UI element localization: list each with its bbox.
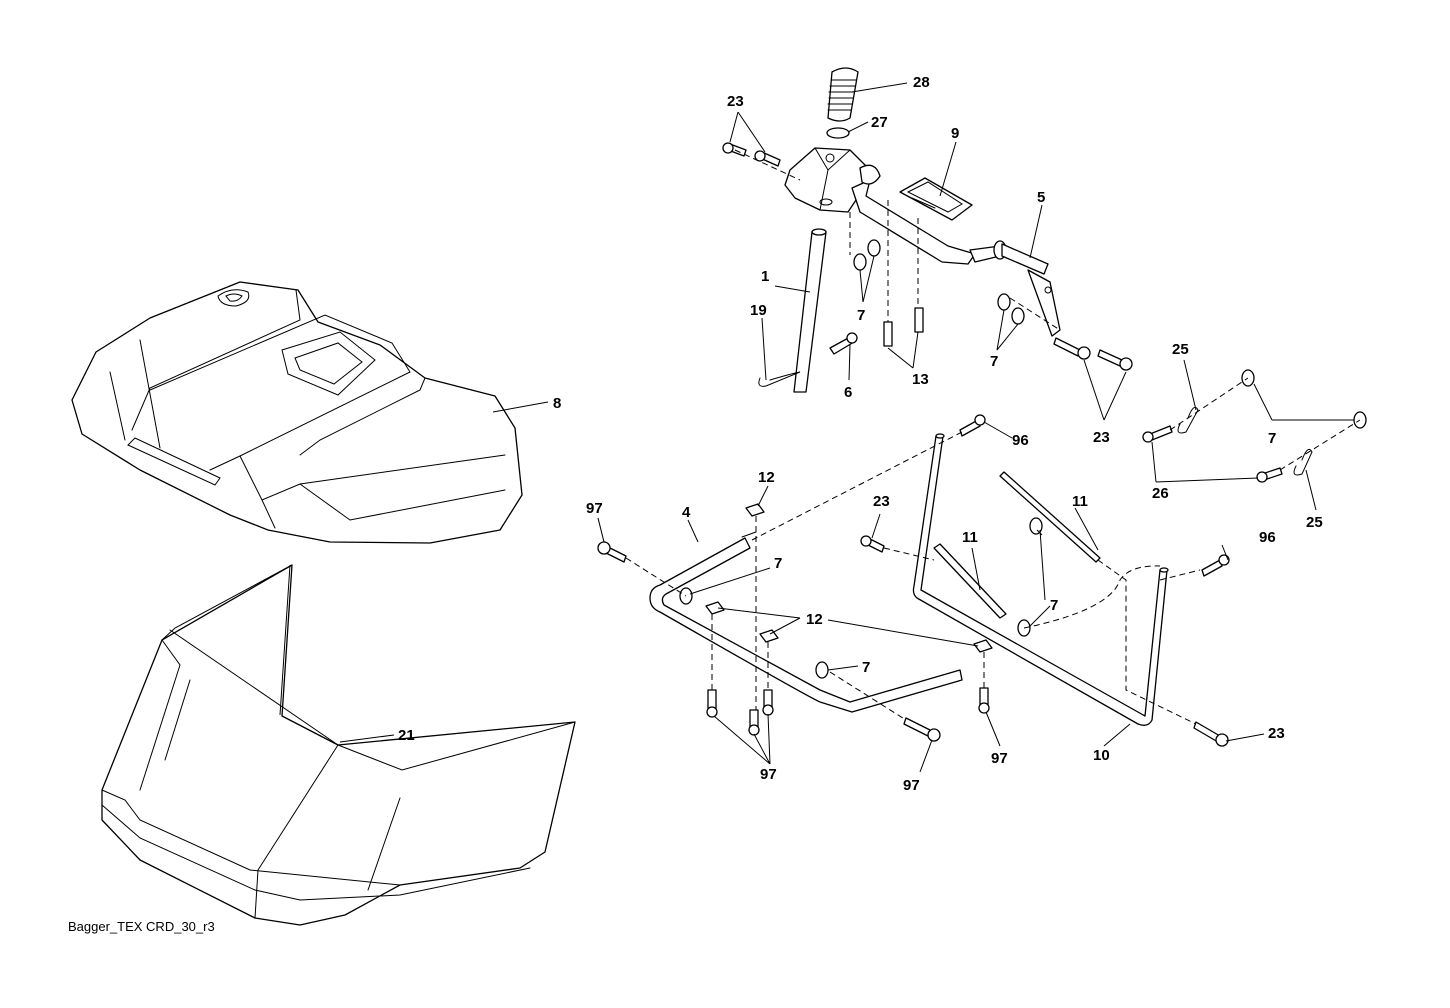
- leader-lines: [279, 82, 1354, 773]
- lower-assembly-lines: [625, 431, 1201, 725]
- part-4-lower-frame: [649, 531, 963, 713]
- callout-12: 12: [806, 611, 823, 628]
- callout-7: 7: [774, 555, 782, 572]
- callout-4: 4: [682, 504, 691, 521]
- right-hardware: [1142, 369, 1367, 483]
- part-19-clip: [758, 371, 801, 387]
- callout-7: 7: [857, 307, 865, 324]
- callout-97: 97: [903, 777, 920, 794]
- upper-handle-assembly: [784, 147, 1061, 337]
- part-10-lower-handle: [912, 433, 1169, 726]
- callout-28: 28: [913, 74, 930, 91]
- part-27-washer: [826, 127, 850, 139]
- callout-27: 27: [871, 114, 888, 131]
- callout-21: 21: [398, 727, 415, 744]
- callout-6: 6: [844, 384, 852, 401]
- callout-25: 25: [1306, 514, 1323, 531]
- drawing-id-label: Bagger_TEX CRD_30_r3: [68, 919, 215, 934]
- callout-10: 10: [1093, 747, 1110, 764]
- part-28-grip: [827, 67, 859, 122]
- callout-96: 96: [1259, 529, 1276, 546]
- callout-1: 1: [761, 268, 769, 285]
- callout-5: 5: [1037, 189, 1045, 206]
- callout-23: 23: [1093, 429, 1110, 446]
- callout-26: 26: [1152, 485, 1169, 502]
- callout-23: 23: [873, 493, 890, 510]
- callout-7: 7: [862, 659, 870, 676]
- callout-9: 9: [951, 125, 959, 142]
- callout-96: 96: [1012, 432, 1029, 449]
- callout-19: 19: [750, 302, 767, 319]
- callout-97: 97: [991, 750, 1008, 767]
- callout-11: 11: [962, 529, 978, 546]
- callout-97: 97: [586, 500, 603, 517]
- callout-25: 25: [1172, 341, 1189, 358]
- callout-8: 8: [553, 395, 561, 412]
- upper-hardware: [722, 142, 1133, 371]
- callout-23: 23: [1268, 725, 1285, 742]
- callout-labels: 28 27 9 5 23 1 19 6 7 13 7 23 8 25 7 26 …: [398, 74, 1323, 794]
- callout-12: 12: [758, 469, 775, 486]
- callout-7: 7: [1268, 430, 1276, 447]
- lower-hardware: [597, 414, 1230, 747]
- part-11-rods: [933, 471, 1101, 619]
- upper-assembly-lines: [734, 149, 1061, 331]
- part-8-hood-lid: [71, 281, 523, 544]
- callout-97: 97: [760, 766, 777, 783]
- callout-11: 11: [1072, 493, 1088, 510]
- callout-13: 13: [912, 371, 929, 388]
- part-21-bagger-container: [101, 564, 576, 926]
- callout-7: 7: [1050, 597, 1058, 614]
- callout-7: 7: [990, 353, 998, 370]
- part-1-handle-tube: [793, 231, 827, 393]
- callout-23: 23: [727, 93, 744, 110]
